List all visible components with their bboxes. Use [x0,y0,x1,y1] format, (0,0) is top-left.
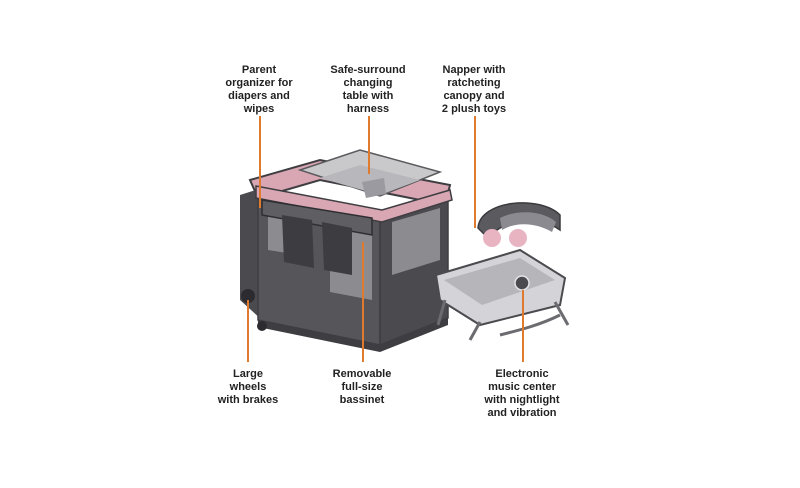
organizer-callout: Parent organizer for diapers and wipes [225,64,293,115]
napper [434,202,570,341]
organizer-callout-line [259,116,261,208]
changing-table-callout-line [368,116,370,174]
napper-callout: Napper with ratcheting canopy and 2 plus… [441,64,507,115]
bassinet-callout: Removable full-size bassinet [332,368,392,406]
music-center-callout-line [522,290,524,362]
changing-table-callout: Safe-surround changing table with harnes… [330,64,406,115]
music-center-callout: Electronic music center with nightlight … [484,368,560,419]
wheels-callout-line [247,300,249,362]
playard [240,149,453,352]
wheels-callout: Large wheels with brakes [217,368,279,406]
bassinet-callout-line [362,242,364,362]
napper-callout-line [474,116,476,228]
